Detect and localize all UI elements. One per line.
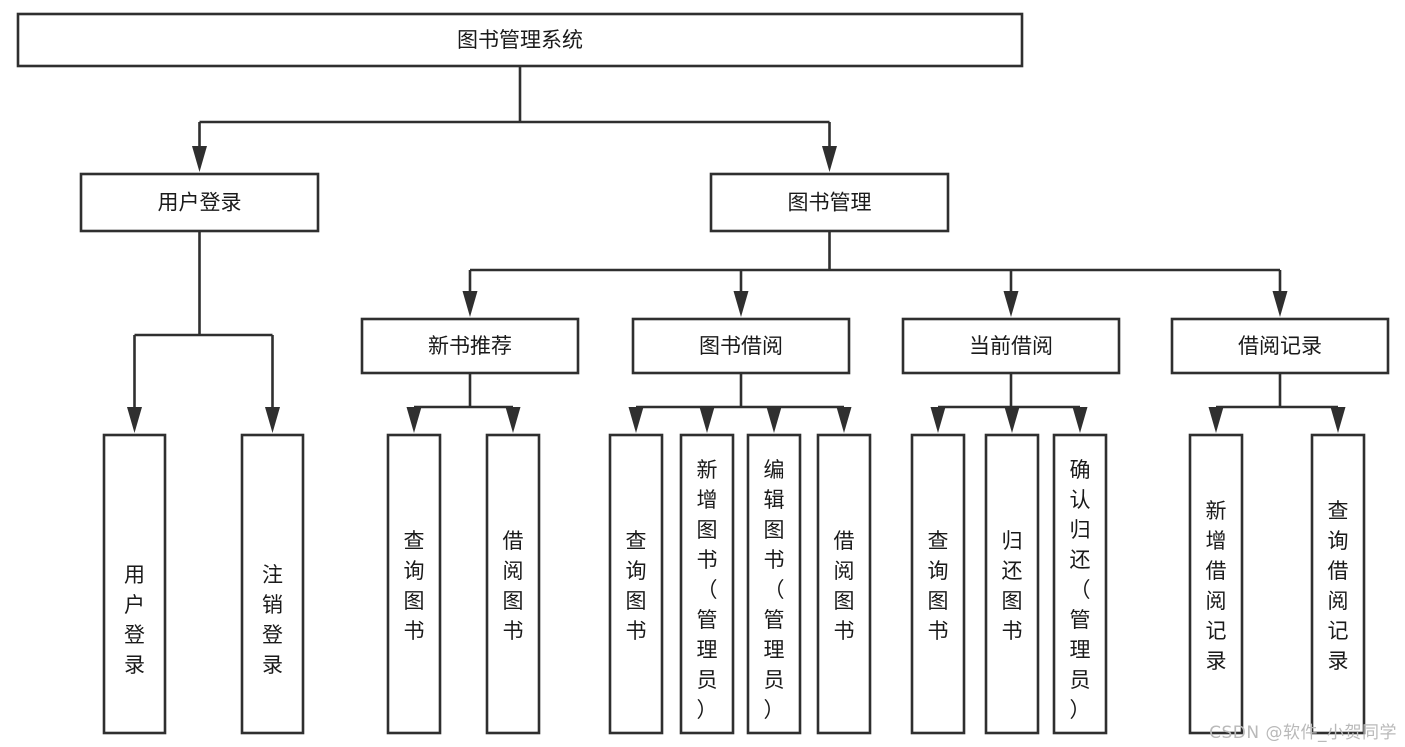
- node-box[interactable]: [79, 172, 320, 233]
- node-label: 当前借阅: [969, 334, 1053, 358]
- node-label: 编辑图书（管理员）: [764, 458, 785, 722]
- node-box[interactable]: [608, 433, 664, 735]
- node-label: 图书管理: [788, 191, 872, 215]
- arrow-head-icon: [1330, 407, 1346, 433]
- node-label: 借阅图书: [503, 529, 524, 643]
- leaf-node-leaf-edit-book[interactable]: 编辑图书（管理员）: [746, 433, 802, 735]
- node-label: 确认归还（管理员）: [1070, 458, 1091, 722]
- watermark-csdn: CSDN @软件_小贺同学: [1209, 723, 1397, 743]
- node-label: 新书推荐: [428, 334, 512, 358]
- level1-node-user-login[interactable]: 用户登录: [79, 172, 320, 233]
- connector-group-current-borrow: [930, 373, 1088, 433]
- node-box[interactable]: [984, 433, 1040, 735]
- node-box[interactable]: [679, 433, 735, 735]
- leaf-node-leaf-add-record[interactable]: 新增借阅记录: [1188, 433, 1244, 735]
- arrow-head-icon: [1004, 407, 1020, 433]
- node-box[interactable]: [746, 433, 802, 735]
- edges-layer: [127, 66, 1346, 433]
- node-box[interactable]: [386, 433, 442, 735]
- node-box[interactable]: [631, 317, 851, 375]
- arrow-head-icon: [505, 407, 521, 433]
- node-label: 查询图书: [626, 529, 647, 643]
- node-box[interactable]: [1188, 433, 1244, 735]
- node-label: 用户登录: [158, 191, 242, 215]
- arrow-head-icon: [265, 407, 280, 433]
- arrow-head-icon: [1003, 291, 1019, 317]
- leaf-node-leaf-user-login[interactable]: 用户登录: [102, 433, 167, 735]
- leaf-node-leaf-query-book-3[interactable]: 查询图书: [910, 433, 966, 735]
- node-box[interactable]: [709, 172, 950, 233]
- leaf-node-leaf-borrow-book-2[interactable]: 借阅图书: [816, 433, 872, 735]
- node-label: 借阅图书: [834, 529, 855, 643]
- node-box[interactable]: [485, 433, 541, 735]
- level2-node-current-borrow[interactable]: 当前借阅: [901, 317, 1121, 375]
- node-label: 新增借阅记录: [1206, 499, 1227, 673]
- level2-node-book-borrow[interactable]: 图书借阅: [631, 317, 851, 375]
- arrow-head-icon: [192, 146, 207, 172]
- leaf-node-leaf-query-book-1[interactable]: 查询图书: [386, 433, 442, 735]
- node-label: 查询图书: [928, 529, 949, 643]
- node-label: 新增图书（管理员）: [697, 458, 718, 722]
- root-node-root[interactable]: 图书管理系统: [16, 12, 1024, 68]
- node-label: 图书借阅: [699, 334, 783, 358]
- leaf-node-leaf-query-book-2[interactable]: 查询图书: [608, 433, 664, 735]
- node-box[interactable]: [360, 317, 580, 375]
- node-label: 借阅记录: [1238, 334, 1322, 358]
- node-box[interactable]: [901, 317, 1121, 375]
- node-box[interactable]: [816, 433, 872, 735]
- leaf-node-leaf-logout[interactable]: 注销登录: [240, 433, 305, 735]
- arrow-head-icon: [127, 407, 142, 433]
- node-label: 注销登录: [262, 563, 283, 677]
- level2-node-new-book-rec[interactable]: 新书推荐: [360, 317, 580, 375]
- level2-node-borrow-record[interactable]: 借阅记录: [1170, 317, 1390, 375]
- node-box[interactable]: [1052, 433, 1108, 735]
- connector-group-book-manage: [462, 231, 1288, 317]
- arrow-head-icon: [1072, 407, 1088, 433]
- node-box[interactable]: [1170, 317, 1390, 375]
- connector-group-root: [192, 66, 837, 172]
- leaf-node-leaf-return-book[interactable]: 归还图书: [984, 433, 1040, 735]
- connector-group-book-borrow: [628, 373, 852, 433]
- arrow-head-icon: [766, 407, 782, 433]
- node-box[interactable]: [16, 12, 1024, 68]
- connector-group-borrow-record: [1208, 373, 1346, 433]
- node-label: 查询图书: [404, 529, 425, 643]
- node-label: 查询借阅记录: [1328, 499, 1349, 673]
- leaf-node-leaf-query-record[interactable]: 查询借阅记录: [1310, 433, 1366, 735]
- node-label: 归还图书: [1002, 529, 1023, 643]
- arrow-head-icon: [733, 291, 749, 317]
- node-box[interactable]: [910, 433, 966, 735]
- node-label: 图书管理系统: [457, 28, 583, 52]
- arrow-head-icon: [406, 407, 422, 433]
- arrow-head-icon: [1208, 407, 1224, 433]
- node-box[interactable]: [240, 433, 305, 735]
- nodes-layer: 图书管理系统用户登录图书管理新书推荐图书借阅当前借阅借阅记录用户登录注销登录查询…: [16, 12, 1390, 735]
- arrow-head-icon: [628, 407, 644, 433]
- node-box[interactable]: [102, 433, 167, 735]
- arrow-head-icon: [836, 407, 852, 433]
- leaf-node-leaf-confirm-return[interactable]: 确认归还（管理员）: [1052, 433, 1108, 735]
- arrow-head-icon: [1272, 291, 1288, 317]
- connector-group-user-login: [127, 231, 280, 433]
- arrow-head-icon: [822, 146, 837, 172]
- node-label: 用户登录: [124, 563, 145, 677]
- arrow-head-icon: [462, 291, 478, 317]
- level1-node-book-manage[interactable]: 图书管理: [709, 172, 950, 233]
- arrow-head-icon: [699, 407, 715, 433]
- connector-group-new-book-rec: [406, 373, 521, 433]
- leaf-node-leaf-borrow-book-1[interactable]: 借阅图书: [485, 433, 541, 735]
- arrow-head-icon: [930, 407, 946, 433]
- node-box[interactable]: [1310, 433, 1366, 735]
- leaf-node-leaf-add-book[interactable]: 新增图书（管理员）: [679, 433, 735, 735]
